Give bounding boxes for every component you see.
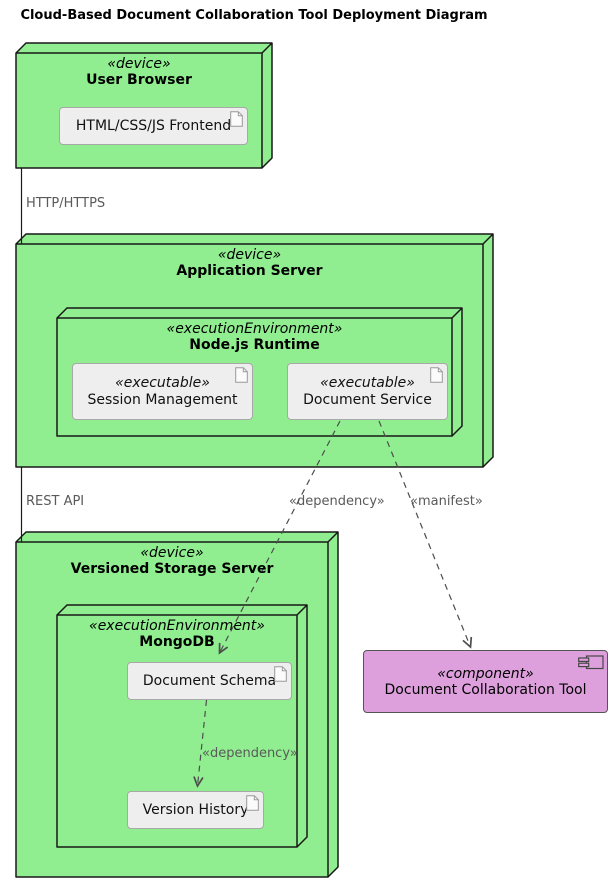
mongodb-label: «executionEnvironment» MongoDB xyxy=(57,618,297,650)
artifact-document-schema-name: Document Schema xyxy=(142,672,277,689)
artifact-session-management: «executable» Session Management xyxy=(72,363,253,420)
storage-server-stereotype: «device» xyxy=(140,545,204,561)
artifact-version-history: Version History xyxy=(127,791,264,829)
user-browser-label: «device» User Browser xyxy=(16,56,262,88)
artifact-icon xyxy=(230,111,243,127)
edge-dependency-schema-history-line xyxy=(193,699,208,788)
application-server-label: «device» Application Server xyxy=(16,247,483,279)
artifact-frontend: HTML/CSS/JS Frontend xyxy=(59,107,248,145)
component-document-collaboration-tool: «component» Document Collaboration Tool xyxy=(363,650,608,713)
artifact-frontend-name: HTML/CSS/JS Frontend xyxy=(75,117,232,134)
artifact-session-management-stereotype: «executable» xyxy=(115,374,210,391)
edge-manifest-line xyxy=(378,420,473,649)
nodejs-runtime-label: «executionEnvironment» Node.js Runtime xyxy=(57,321,452,353)
edge-dependency-service-schema-label: «dependency» xyxy=(289,494,385,509)
artifact-document-service-name: Document Service xyxy=(303,391,432,408)
storage-server-name: Versioned Storage Server xyxy=(70,561,274,577)
nodejs-runtime-name: Node.js Runtime xyxy=(189,337,320,353)
edge-http-label: HTTP/HTTPS xyxy=(26,196,106,211)
component-icon xyxy=(578,655,604,674)
artifact-session-management-name: Session Management xyxy=(87,391,238,408)
mongodb-stereotype: «executionEnvironment» xyxy=(89,618,265,634)
artifact-icon xyxy=(246,795,259,811)
artifact-version-history-name: Version History xyxy=(142,801,249,818)
diagram-title: Cloud-Based Document Collaboration Tool … xyxy=(20,8,488,23)
artifact-icon xyxy=(235,367,248,383)
component-name: Document Collaboration Tool xyxy=(384,681,587,698)
component-stereotype: «component» xyxy=(437,665,534,682)
artifact-document-schema: Document Schema xyxy=(127,662,292,700)
application-server-name: Application Server xyxy=(176,263,323,279)
user-browser-stereotype: «device» xyxy=(107,56,171,72)
mongodb-name: MongoDB xyxy=(139,634,215,650)
nodejs-runtime-stereotype: «executionEnvironment» xyxy=(166,321,343,337)
edge-dependency-schema-history-label: «dependency» xyxy=(202,746,298,761)
edge-manifest-label: «manifest» xyxy=(410,494,483,509)
artifact-document-service: «executable» Document Service xyxy=(287,363,448,420)
storage-server-label: «device» Versioned Storage Server xyxy=(16,545,328,577)
artifact-icon xyxy=(274,666,287,682)
application-server-stereotype: «device» xyxy=(217,247,282,263)
artifact-icon xyxy=(430,367,443,383)
edge-rest-label: REST API xyxy=(26,494,85,509)
artifact-document-service-stereotype: «executable» xyxy=(320,374,415,391)
user-browser-name: User Browser xyxy=(86,72,192,88)
